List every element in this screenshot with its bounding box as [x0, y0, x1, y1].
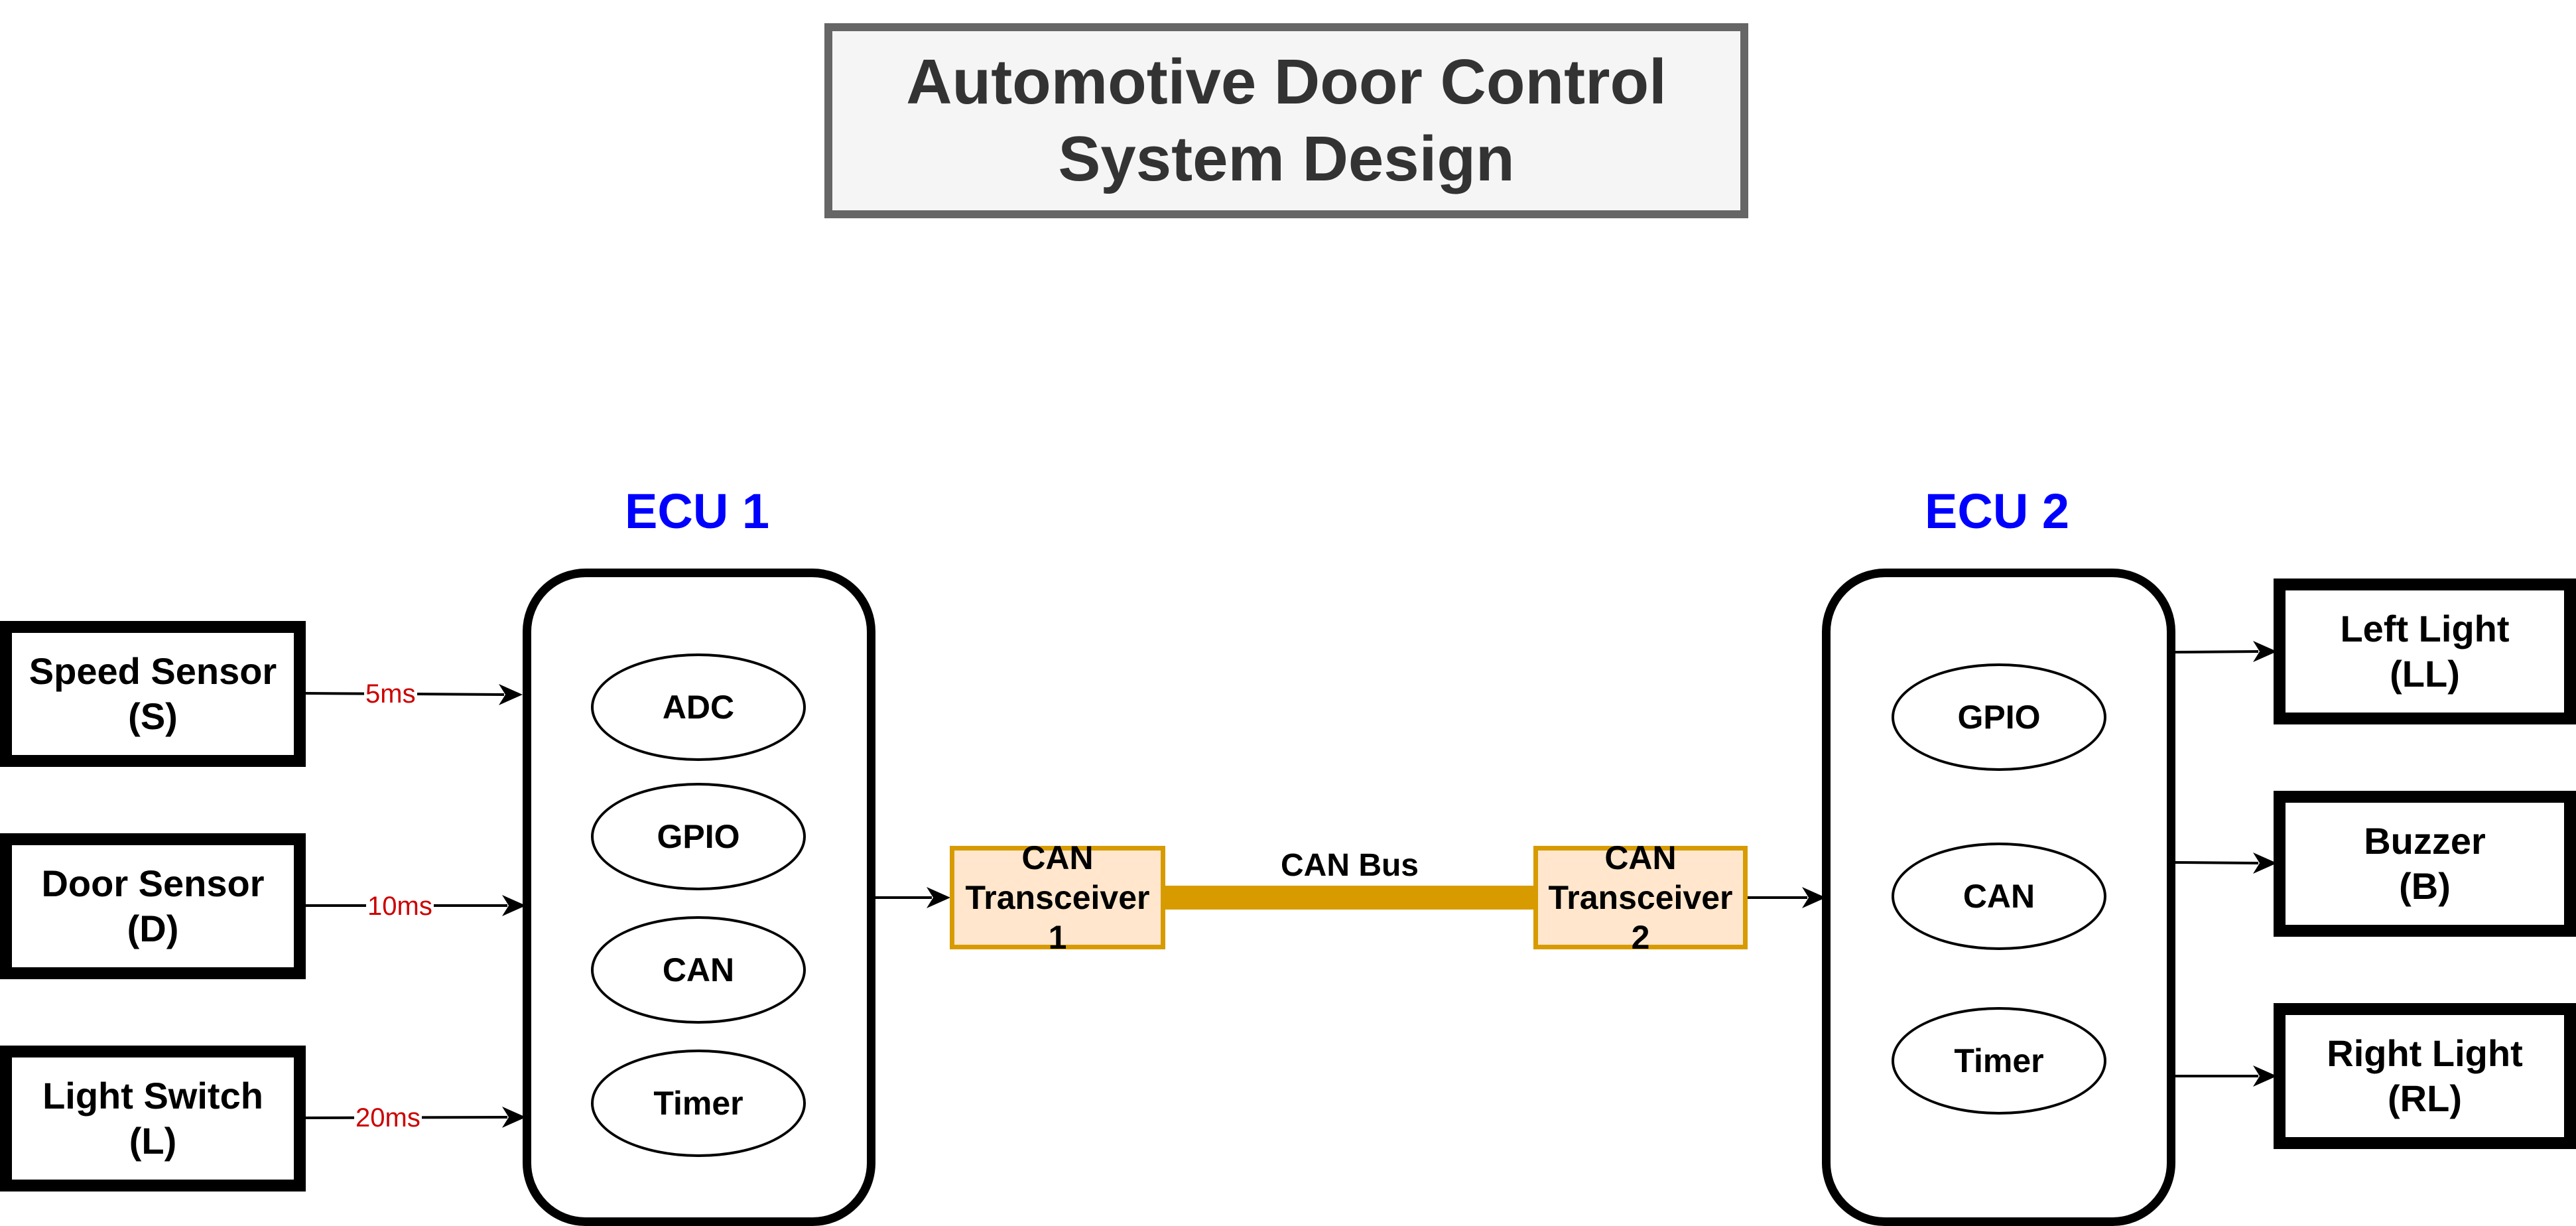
can-transceiver-1-line2: Transceiver 1	[965, 879, 1150, 956]
title-line-2: System Design	[1058, 123, 1515, 194]
right-light-code: (RL)	[2388, 1077, 2462, 1119]
buzzer-code: (B)	[2399, 865, 2451, 907]
door-sensor-period: 10ms	[366, 892, 434, 921]
right-light-box: Right Light (RL)	[2274, 1003, 2576, 1149]
ecu2-module-timer: Timer	[1892, 1007, 2106, 1115]
ecu1-module-adc: ADC	[591, 653, 806, 761]
left-light-name: Left Light	[2340, 608, 2510, 649]
speed-sensor-period: 5ms	[364, 679, 417, 709]
left-light-code: (LL)	[2390, 653, 2460, 695]
ecu1-module-timer: Timer	[591, 1050, 806, 1157]
can-transceiver-1: CAN Transceiver 1	[950, 839, 1165, 956]
buzzer-name: Buzzer	[2364, 820, 2486, 862]
light-switch-name: Light Switch	[42, 1075, 263, 1117]
buzzer-box: Buzzer (B)	[2274, 791, 2576, 937]
door-sensor-code: (D)	[127, 908, 179, 949]
title-line-1: Automotive Door Control	[906, 46, 1667, 117]
door-sensor-box: Door Sensor (D)	[0, 833, 306, 979]
diagram-title: Automotive Door Control System Design	[824, 23, 1748, 218]
can-transceiver-2-line2: Transceiver 2	[1548, 879, 1733, 956]
speed-sensor-name: Speed Sensor	[29, 650, 277, 692]
light-switch-box: Light Switch (L)	[0, 1046, 306, 1192]
ecu1-module-can: CAN	[591, 916, 806, 1024]
transceiver-to-ecu2-connector	[1748, 887, 1826, 908]
can-bus-line	[1165, 886, 1534, 910]
speed-sensor-code: (S)	[128, 695, 178, 737]
left-light-box: Left Light (LL)	[2274, 579, 2576, 724]
ecu2-module-gpio: GPIO	[1892, 663, 2106, 771]
can-transceiver-2: CAN Transceiver 2	[1533, 839, 1748, 956]
ecu1-label: ECU 1	[625, 484, 769, 539]
right-light-name: Right Light	[2327, 1032, 2523, 1074]
can-bus-label: CAN Bus	[1280, 848, 1419, 883]
can-transceiver-2-line1: CAN	[1604, 839, 1677, 876]
can-transceiver-1-line1: CAN	[1021, 839, 1094, 876]
speed-sensor-box: Speed Sensor (S)	[0, 621, 306, 767]
ecu1-module-gpio: GPIO	[591, 783, 806, 890]
door-sensor-name: Door Sensor	[41, 862, 265, 904]
ecu2-label: ECU 2	[1925, 484, 2069, 539]
light-switch-period: 20ms	[354, 1103, 422, 1132]
output-connectors	[2175, 641, 2277, 1087]
ecu2-module-can: CAN	[1892, 843, 2106, 950]
ecu1-to-transceiver-connector	[875, 887, 950, 908]
light-switch-code: (L)	[129, 1120, 177, 1162]
